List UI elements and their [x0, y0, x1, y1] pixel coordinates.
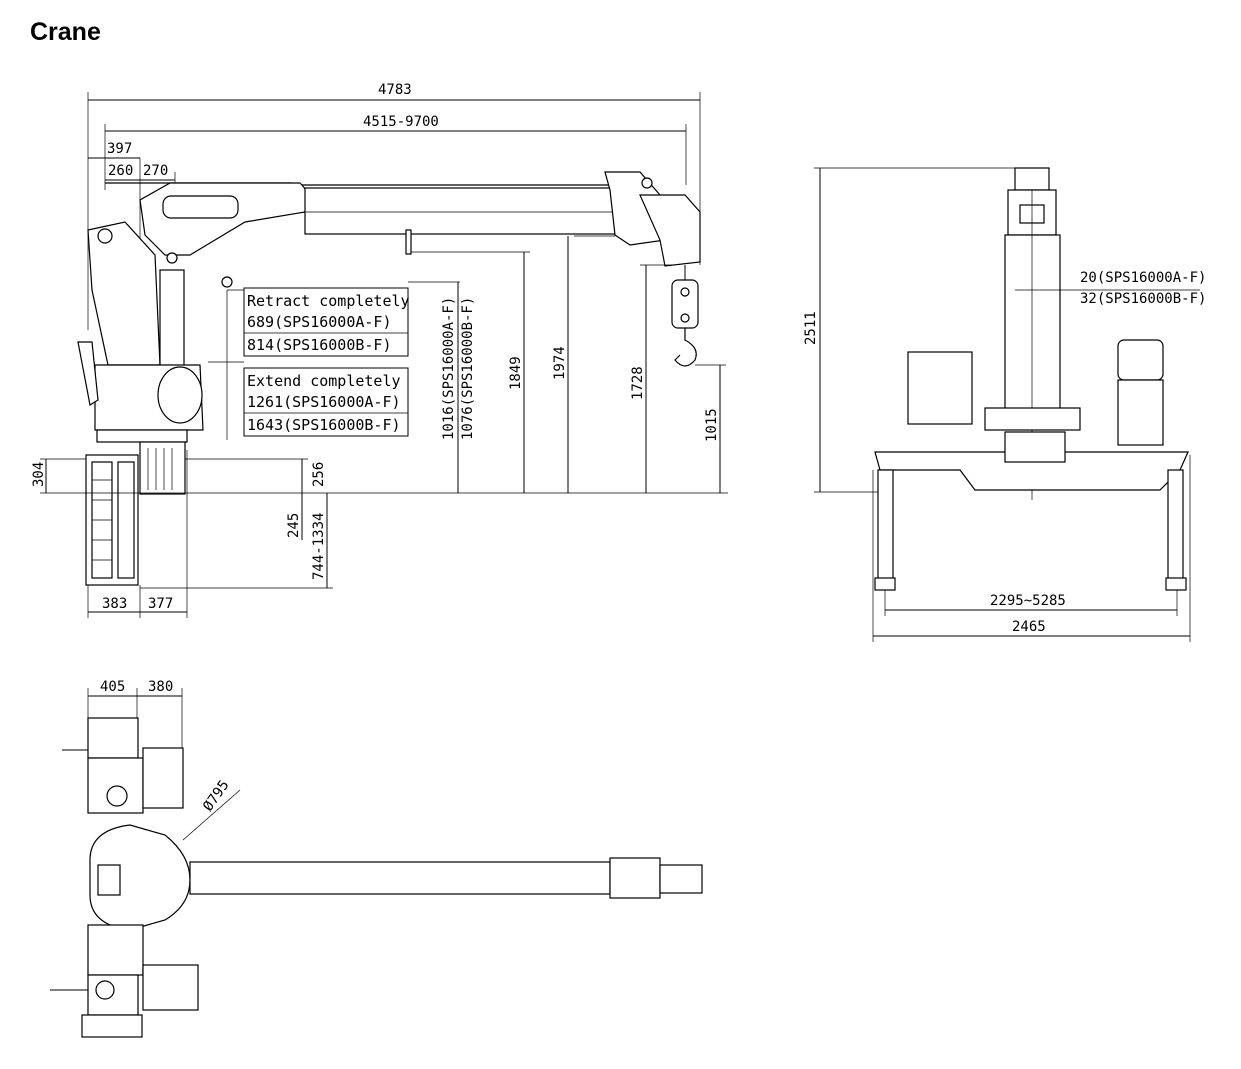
dim-270: 270 — [143, 163, 168, 179]
dim-1728: 1728 — [630, 366, 646, 400]
seat-column — [1117, 379, 1164, 446]
dim-383: 383 — [102, 596, 127, 612]
retract-note-box: Retract completely 689(SPS16000A-F) 814(… — [243, 287, 410, 357]
dim-diameter: Ø795 — [200, 777, 232, 814]
oil-tank — [907, 351, 973, 425]
seat-top — [1117, 339, 1164, 381]
top-view: 405 380 Ø795 — [50, 679, 703, 1038]
dim-1974: 1974 — [552, 346, 568, 380]
dim-377: 377 — [148, 596, 173, 612]
right-leg — [1167, 469, 1184, 581]
dim-offset-b: 32(SPS16000B-F) — [1080, 291, 1206, 307]
bottom-plate — [81, 1014, 143, 1038]
boom-head — [604, 171, 666, 246]
boom-section — [304, 187, 616, 235]
dim-1849: 1849 — [508, 356, 524, 390]
side-view: 4783 4515-9700 397 260 270 — [31, 82, 728, 618]
dim-380: 380 — [148, 679, 173, 695]
dim-offset-a: 20(SPS16000A-F) — [1080, 270, 1206, 286]
extend-note-box: Extend completely 1261(SPS16000A-F) 1643… — [243, 367, 409, 437]
retract-title: Retract completely — [247, 292, 410, 310]
dim-260: 260 — [108, 163, 133, 179]
front-view: 2511 20(SPS16000A-F) 32(SPS16000B-F) 229… — [803, 167, 1206, 642]
control-valve — [139, 441, 186, 495]
column-frame — [87, 221, 161, 366]
dim-405: 405 — [100, 679, 125, 695]
retract-value-b: 814(SPS16000B-F) — [247, 336, 392, 354]
dim-1016: 1016(SPS16000A-F) — [441, 297, 457, 440]
boom-tip-top — [659, 864, 703, 894]
retract-value-a: 689(SPS16000A-F) — [247, 313, 392, 331]
mast-top — [1014, 167, 1050, 191]
upper-valve — [142, 747, 184, 809]
dim-304: 304 — [31, 462, 47, 487]
dim-397: 397 — [107, 141, 132, 157]
page-title: Crane — [30, 18, 101, 46]
upper-outrigger-box — [87, 717, 139, 759]
column-pivot — [97, 228, 113, 244]
lower-housing — [87, 924, 144, 976]
dim-boom-reach: 4515-9700 — [363, 114, 439, 130]
cab-window — [97, 864, 121, 896]
boom-marker — [405, 229, 412, 255]
mast-column — [1004, 234, 1061, 411]
slew-ring — [984, 407, 1081, 431]
dim-outrigger-span: 2295~5285 — [990, 593, 1066, 609]
boom-tip — [639, 194, 701, 267]
boom-top — [189, 861, 611, 895]
dim-245: 245 — [286, 513, 302, 538]
dim-1076: 1076(SPS16000B-F) — [460, 297, 476, 440]
dim-overall-length: 4783 — [378, 82, 412, 98]
extend-value-b: 1643(SPS16000B-F) — [247, 416, 401, 434]
dim-744-1334: 744-1334 — [311, 513, 327, 580]
dim-256: 256 — [311, 462, 327, 487]
boom-slot — [162, 195, 239, 219]
dim-2511: 2511 — [803, 311, 819, 345]
extend-title: Extend completely — [247, 372, 401, 390]
dim-base-width: 2465 — [1012, 619, 1046, 635]
hook-icon — [674, 328, 697, 367]
dim-1015: 1015 — [704, 408, 720, 442]
extend-value-a: 1261(SPS16000A-F) — [247, 393, 401, 411]
left-leg — [877, 469, 894, 581]
lift-cylinder — [159, 269, 185, 371]
sheave-pin — [641, 177, 653, 189]
lower-valve — [142, 964, 199, 1011]
boom-base-arm — [139, 182, 310, 256]
boom-head-top — [609, 857, 661, 899]
